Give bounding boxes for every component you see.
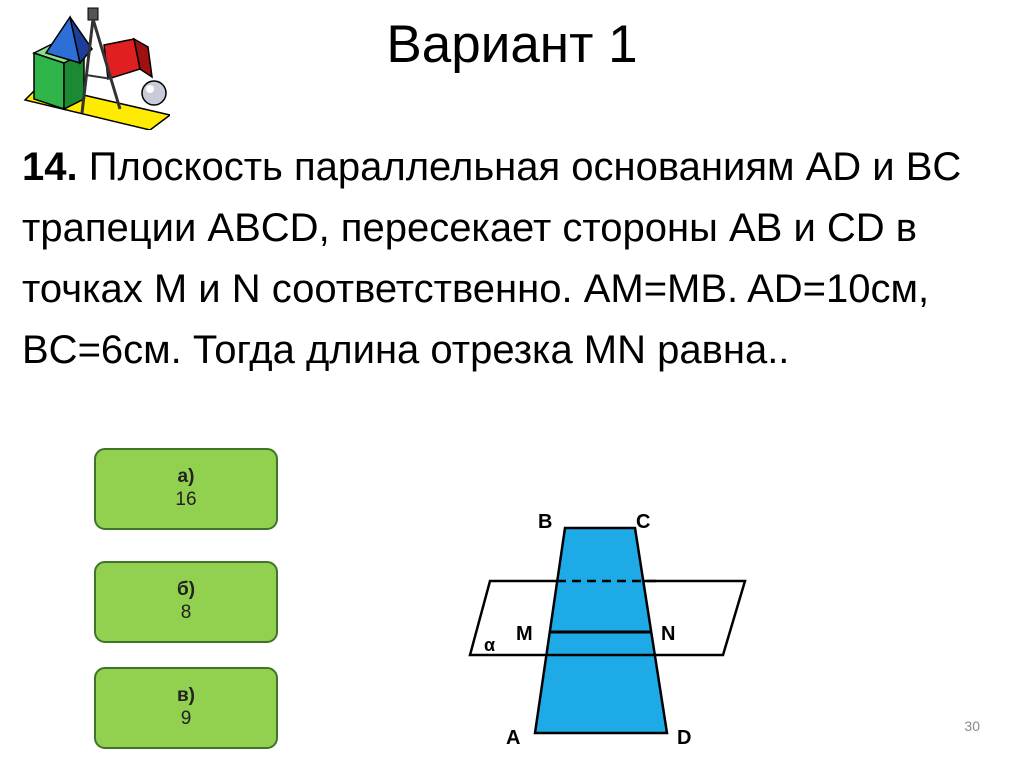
problem-text: Плоскость параллельная основаниям AD и B… xyxy=(22,145,962,372)
label-alpha: α xyxy=(484,635,495,655)
label-c: C xyxy=(636,511,650,533)
answer-value: 16 xyxy=(175,489,197,510)
trapezoid-plane-diagram: B C M N α A D xyxy=(468,511,747,749)
answer-letter: а) xyxy=(177,466,195,487)
answer-value: 9 xyxy=(180,708,192,729)
answer-option-a[interactable]: а) 16 xyxy=(94,448,278,530)
label-d: D xyxy=(677,727,691,749)
label-b: B xyxy=(538,511,552,533)
label-n: N xyxy=(661,623,675,645)
problem-statement: 14. Плоскость параллельная основаниям AD… xyxy=(22,137,1012,381)
plane-alpha-right xyxy=(643,579,747,657)
label-m: M xyxy=(516,623,533,645)
slide-title: Вариант 1 xyxy=(386,15,638,74)
geometry-clipart-icon xyxy=(23,7,170,130)
answer-letter: б) xyxy=(176,579,196,600)
answer-value: 8 xyxy=(180,602,192,623)
answer-option-b[interactable]: б) 8 xyxy=(94,561,278,643)
answer-option-c[interactable]: в) 9 xyxy=(94,667,278,749)
label-a: A xyxy=(506,727,520,749)
answer-letter: в) xyxy=(176,685,195,706)
problem-number: 14. xyxy=(22,145,78,189)
plane-alpha xyxy=(468,579,557,657)
page-number: 30 xyxy=(964,718,980,734)
